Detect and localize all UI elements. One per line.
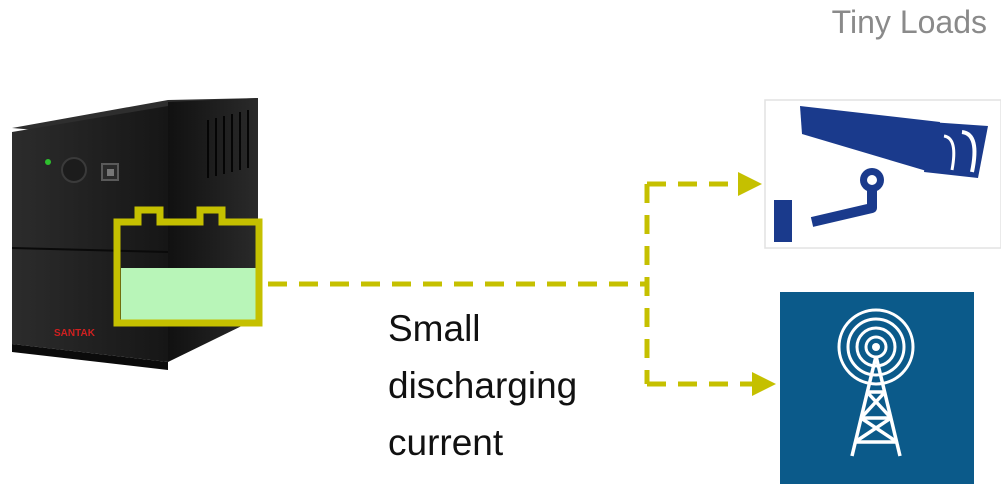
battery-charge-level <box>121 268 257 321</box>
arrowhead-tower-icon <box>752 372 776 396</box>
arrowhead-camera-icon <box>738 172 762 196</box>
battery-icon <box>113 206 263 327</box>
security-camera-icon <box>764 99 1001 249</box>
caption-line-2: discharging <box>388 365 578 406</box>
ups-brand-label: SANTAK <box>54 328 96 339</box>
power-button-icon <box>61 157 87 183</box>
diagram-title: Tiny Loads <box>831 4 987 40</box>
ups-device-icon: SANTAK <box>11 98 258 370</box>
radio-tower-icon <box>780 292 974 484</box>
caption-line-1: Small <box>388 308 481 349</box>
discharge-flow <box>268 181 752 387</box>
caption-line-3: current <box>388 422 504 463</box>
discharge-caption: Small discharging current <box>388 300 577 471</box>
power-led-icon <box>45 159 51 165</box>
